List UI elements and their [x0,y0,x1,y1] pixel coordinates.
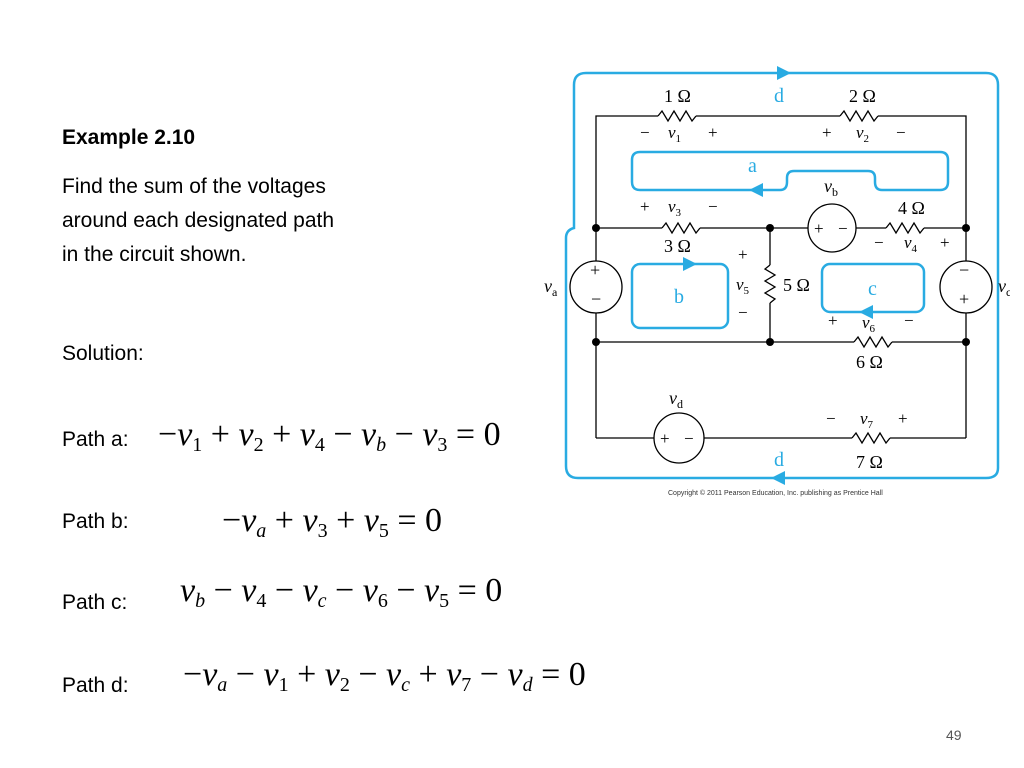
loop-a-label: a [748,155,757,177]
svg-text:+: + [814,219,824,238]
svg-text:+: + [828,311,838,330]
svg-text:−: − [708,197,718,216]
circuit-diagram: + − − + + − + − va vc vb vd 1 Ω 2 Ω 3 Ω … [544,66,1010,485]
svg-text:+: + [822,123,832,142]
svg-text:+: + [898,409,908,428]
resistor-4ohm [885,221,925,235]
svg-text:+: + [940,233,950,252]
source-vd [653,412,705,464]
svg-text:+: + [590,260,600,280]
path-c-label: Path c: [62,591,128,614]
problem-statement: Find the sum of the voltages around each… [62,175,335,266]
path-d-label: Path d: [62,674,129,697]
label-4ohm: 4 Ω [898,198,925,218]
path-a-equation: −v1 + v2 + v4 − vb − v3 = 0 [158,416,501,456]
svg-text:v4: v4 [904,233,918,255]
svg-text:v6: v6 [862,313,876,335]
solution-label: Solution: [62,342,144,365]
svg-text:−: − [826,409,836,428]
svg-text:vb: vb [824,176,838,199]
svg-text:−: − [591,289,601,309]
svg-text:−: − [640,123,650,142]
label-7ohm: 7 Ω [856,452,883,472]
path-b-label: Path b: [62,510,129,533]
svg-text:+: + [959,289,969,309]
slide-title: Example 2.10 [62,126,196,149]
loop-d-path [564,71,1000,480]
resistor-1ohm [657,109,697,123]
svg-text:vd: vd [669,388,683,411]
loop-d-label-top: d [774,85,784,107]
page-number: 49 [946,727,962,743]
svg-text:−: − [874,233,884,252]
svg-text:+: + [640,197,650,216]
svg-text:v3: v3 [668,197,682,219]
svg-text:v7: v7 [860,409,874,431]
loop-a-path [630,150,950,192]
source-vb [807,203,857,253]
svg-text:−: − [904,311,914,330]
svg-text:−: − [738,303,748,322]
resistor-6ohm [853,335,893,349]
svg-text:−: − [896,123,906,142]
copyright-notice: Copyright © 2011 Pearson Education, Inc.… [668,490,883,497]
label-6ohm: 6 Ω [856,352,883,372]
path-b-equation: −va + v3 + v5 = 0 [222,502,443,542]
svg-text:−: − [838,219,848,238]
path-a-label: Path a: [62,428,129,451]
svg-text:+: + [660,429,670,448]
svg-text:v1: v1 [668,123,681,145]
label-5ohm: 5 Ω [783,275,810,295]
svg-text:vc: vc [998,276,1010,299]
label-3ohm: 3 Ω [664,236,691,256]
resistor-7ohm [851,431,891,445]
svg-text:+: + [738,245,748,264]
path-d-equation: −va − v1 + v2 − vc + v7 − vd = 0 [183,656,586,696]
svg-text:v5: v5 [736,275,750,297]
svg-text:−: − [959,260,969,280]
source-va [569,260,623,314]
loop-d-label-bottom: d [774,449,784,471]
svg-text:−: − [684,429,694,448]
svg-text:va: va [544,276,558,299]
svg-text:v2: v2 [856,123,869,145]
path-c-equation: vb − v4 − vc − v6 − v5 = 0 [180,572,503,612]
loop-b-label: b [674,286,684,308]
resistor-5ohm [763,264,777,304]
label-1ohm: 1 Ω [664,86,691,106]
resistor-3ohm [661,221,701,235]
label-2ohm: 2 Ω [849,86,876,106]
source-vc [939,260,993,314]
loop-c-label: c [868,278,877,300]
svg-text:+: + [708,123,718,142]
resistor-2ohm [839,109,879,123]
